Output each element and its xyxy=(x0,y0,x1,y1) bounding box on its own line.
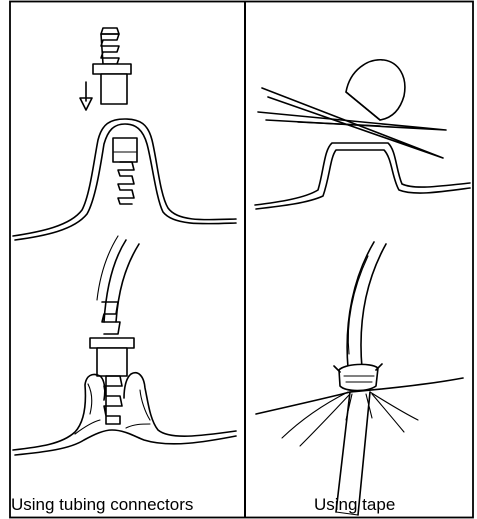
tape-being-applied xyxy=(255,60,470,209)
left-panel-caption: Using tubing connectors xyxy=(11,494,193,516)
connector-before-insertion xyxy=(93,28,131,104)
right-panel-caption: Using tape xyxy=(314,494,395,516)
tube-taped-to-bag xyxy=(256,242,463,515)
tube-attached-with-connector xyxy=(13,236,236,455)
tube-with-connector-inserted xyxy=(13,119,236,240)
down-arrow-icon xyxy=(80,82,92,110)
